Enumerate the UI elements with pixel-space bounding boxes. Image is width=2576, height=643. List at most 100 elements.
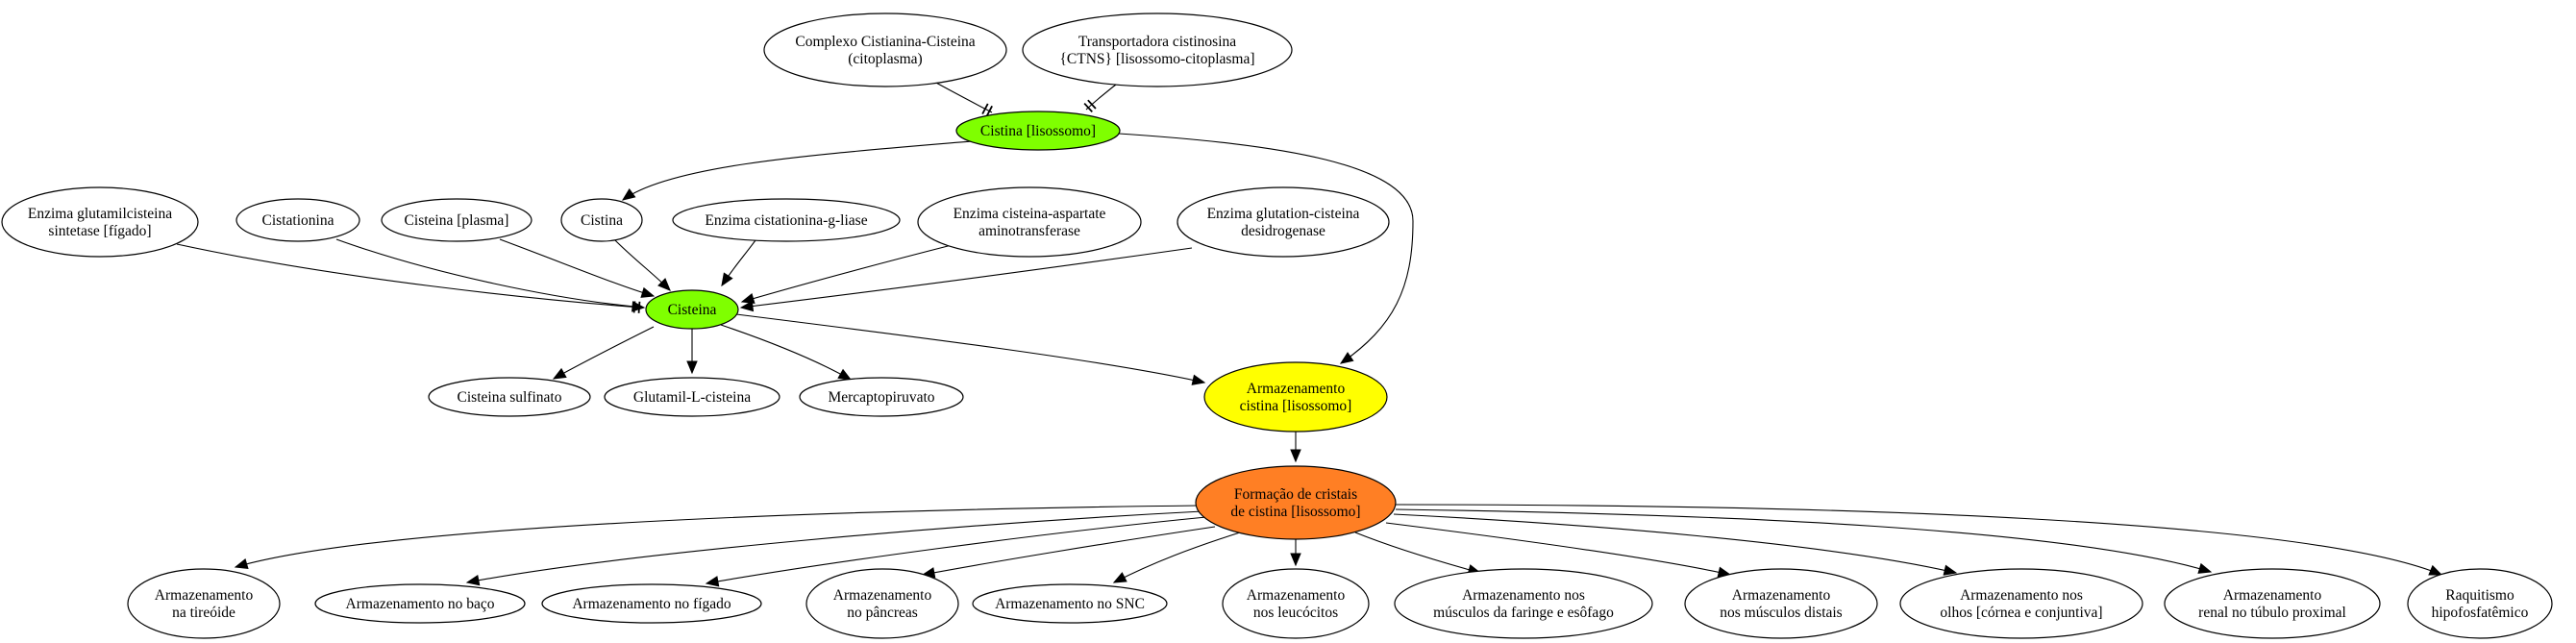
node-label-line: Armazenamento <box>1247 381 1346 397</box>
node-shape <box>763 12 1007 87</box>
arrowhead <box>632 301 646 312</box>
node-label-line: Complexo Cistianina-Cisteina <box>795 34 975 50</box>
tee-bar <box>1083 102 1093 113</box>
edge-line <box>740 247 1193 309</box>
node-cistationina: Cistationina <box>235 198 360 242</box>
node-label-line: aminotransferase <box>978 223 1080 239</box>
edge-line <box>1393 513 1957 574</box>
edge-formacao-to-figado <box>705 516 1207 587</box>
edge-cisteina-to-armazenamento <box>735 313 1206 385</box>
edge-line <box>1385 522 1731 576</box>
node-baco: Armazenamento no baço <box>314 583 526 624</box>
arrowhead <box>552 367 567 380</box>
arrowhead <box>234 557 249 570</box>
node-label-line: {CTNS} [lisossomo-citoplasma] <box>1059 51 1254 67</box>
edge-formacao-to-olhos <box>1393 513 1958 576</box>
node-label-line: Armazenamento <box>155 587 254 604</box>
edge-cistina_lis-to-armazenamento <box>1118 133 1414 364</box>
edge-enz_glutation-to-cisteina <box>739 247 1193 312</box>
edge-cisteina-to-cisteina_sulfinato <box>552 326 655 380</box>
edge-line <box>499 238 655 297</box>
arrowhead <box>1339 352 1354 364</box>
node-label-line: Raquitismo <box>2445 587 2514 604</box>
edge-line <box>553 326 655 380</box>
edge-cistina_lis-to-cistina <box>621 139 983 201</box>
node-label-line: Armazenamento <box>833 587 932 604</box>
arrowhead <box>1943 564 1958 576</box>
edge-line <box>720 324 852 381</box>
arrowhead <box>621 187 636 201</box>
node-label-line: Enzima glutamilcisteina <box>28 206 172 222</box>
node-label-line: sintetase [fígado] <box>48 223 151 239</box>
edge-line <box>1395 504 2442 576</box>
arrowhead <box>739 300 755 312</box>
arrowhead <box>740 292 755 305</box>
node-shape <box>127 568 281 639</box>
node-label-line: Armazenamento no SNC <box>995 596 1145 612</box>
edge-formacao-to-distais <box>1385 522 1732 578</box>
node-shape <box>1195 465 1397 540</box>
node-label-line: Cistina <box>581 212 623 229</box>
node-label-line: Enzima glutation-cisteina <box>1207 206 1360 222</box>
node-transportadora: Transportadora cistinosina{CTNS} [lisoss… <box>1022 12 1293 87</box>
node-label-line: Armazenamento <box>1732 587 1831 604</box>
node-label-line: Cistina [lisossomo] <box>980 123 1096 139</box>
node-shape <box>560 198 643 242</box>
edge-formacao-to-faringe <box>1354 532 1482 576</box>
arrowhead <box>2428 564 2443 576</box>
edge-line <box>1395 508 2212 573</box>
edge-line <box>335 238 645 309</box>
tee-bar <box>985 105 993 117</box>
node-shape <box>314 583 526 624</box>
arrowhead <box>465 575 481 586</box>
node-shape <box>917 186 1142 258</box>
node-label-line: de cistina [lisossomo] <box>1230 504 1360 520</box>
edge-line <box>235 505 1201 568</box>
node-label-line: renal no túbulo proximal <box>2198 605 2346 621</box>
node-cistina: Cistina <box>560 198 643 242</box>
edge-formacao-to-baco <box>465 510 1203 586</box>
node-label-line: cistina [lisossomo] <box>1240 398 1352 414</box>
node-shape <box>1177 186 1390 258</box>
node-label-line: Enzima cistationina-g-liase <box>705 212 867 229</box>
arrowhead <box>1112 572 1127 583</box>
edge-formacao-to-leucocitos <box>1290 538 1301 567</box>
arrowhead <box>1191 374 1206 385</box>
node-label-line: olhos [córnea e conjuntiva] <box>1940 605 2102 621</box>
node-label-line: desidrogenase <box>1241 223 1325 239</box>
tee-bar <box>1087 99 1097 110</box>
node-figado: Armazenamento no fígado <box>541 583 762 624</box>
node-shape <box>805 568 959 639</box>
node-label-line: Transportadora cistinosina <box>1078 34 1236 50</box>
node-shape <box>1 186 199 258</box>
node-label-line: Cistationina <box>262 212 334 229</box>
arrowhead <box>640 286 656 298</box>
edge-line <box>622 139 983 201</box>
node-label-line: hipofosfatêmico <box>2432 605 2529 621</box>
node-label-line: na tireóide <box>172 605 235 621</box>
node-label-line: Armazenamento nos <box>1960 587 2083 604</box>
node-label-line: Armazenamento <box>1247 587 1346 604</box>
node-shape <box>541 583 762 624</box>
edge-formacao-to-pancreas <box>921 526 1216 579</box>
edge-line <box>735 313 1205 383</box>
node-label-line: (citoplasma) <box>848 51 922 67</box>
arrowhead <box>686 360 698 375</box>
node-label-line: nos músculos distais <box>1720 605 1842 621</box>
node-label-line: no pâncreas <box>847 605 918 621</box>
edge-cisteina-to-glutamil <box>686 329 698 375</box>
arrowhead <box>721 272 733 287</box>
node-snc: Armazenamento no SNC <box>972 583 1168 624</box>
node-shape <box>428 377 591 417</box>
edge-line <box>466 510 1203 583</box>
node-label-line: Armazenamento nos <box>1462 587 1585 604</box>
node-label-line: Formação de cristais <box>1234 486 1357 503</box>
